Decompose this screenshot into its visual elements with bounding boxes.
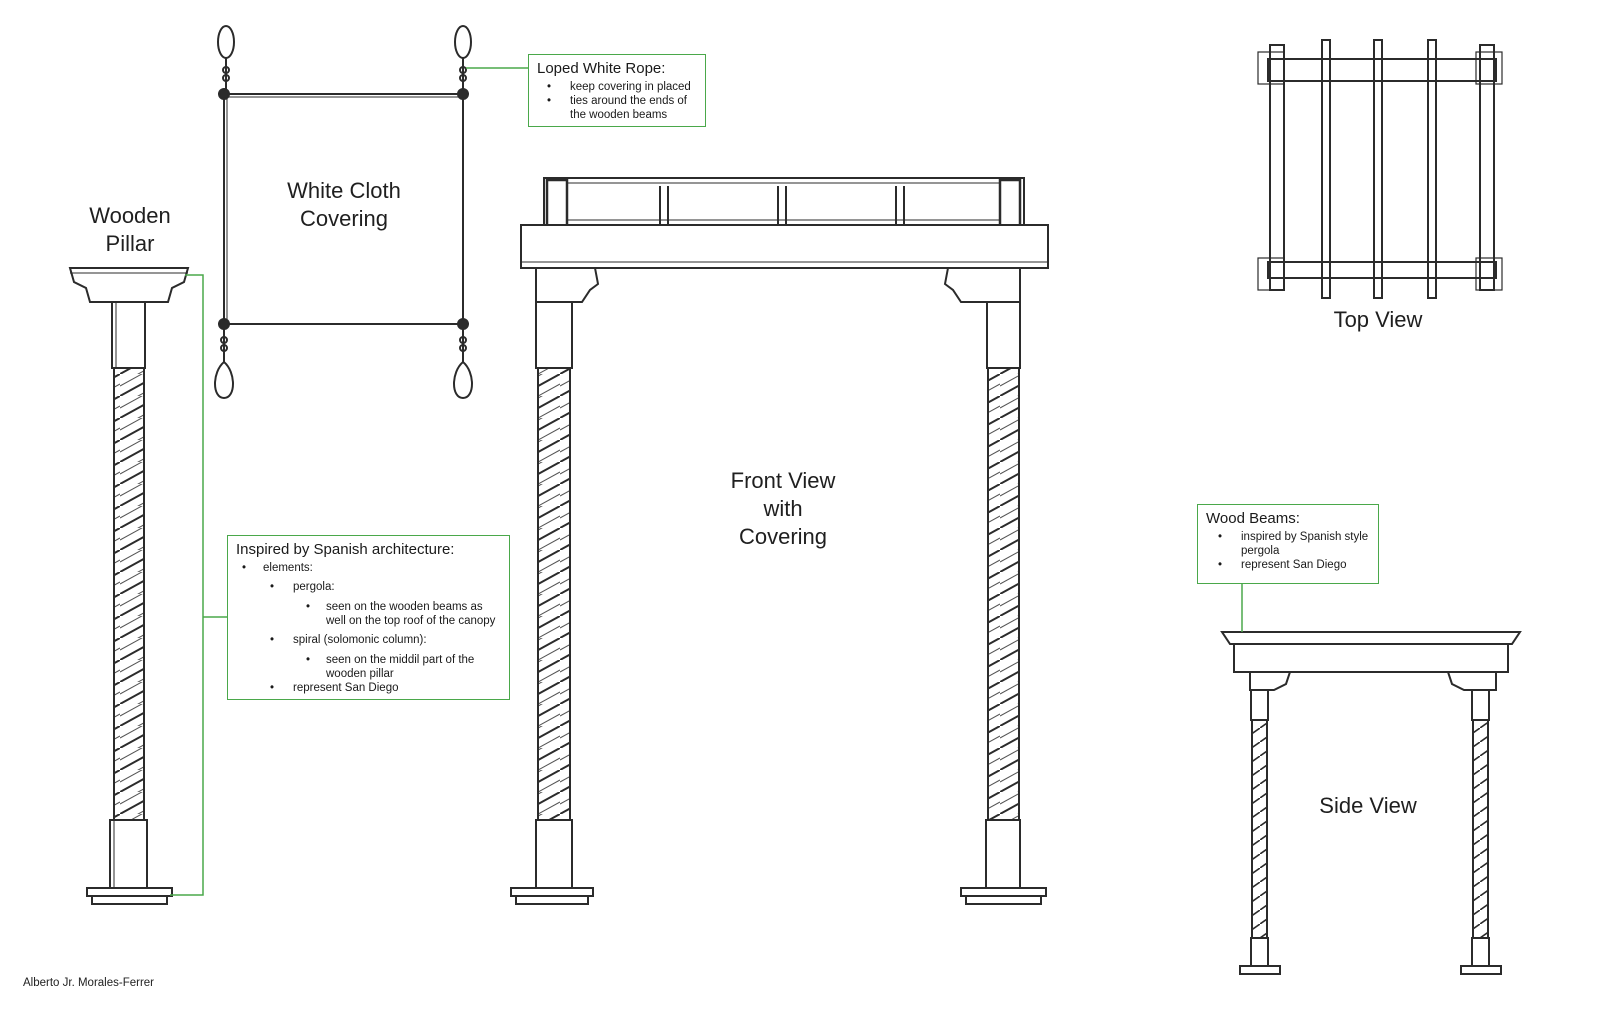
rope-note-item: • keep covering in placed: [537, 80, 697, 94]
side-view-label: Side View: [1319, 793, 1417, 818]
spanish-note-item: • elements:: [236, 561, 501, 575]
top-view-label: Top View: [1333, 307, 1423, 332]
beams-note-item: • inspired by Spanish style pergola: [1206, 530, 1370, 558]
bullet: •: [547, 95, 552, 107]
side-view-drawing: [1220, 631, 1522, 975]
spanish-note-item-text: spiral (solomonic column):: [293, 634, 427, 646]
bullet: •: [1218, 531, 1223, 543]
bullet: •: [242, 562, 247, 574]
spanish-note-title: Inspired by Spanish architecture:: [236, 541, 455, 558]
white-cloth-covering-label: White Cloth Covering: [287, 178, 401, 231]
beams-note-item-text: represent San Diego: [1241, 559, 1347, 571]
spanish-note-item: • seen on the wooden beams as well on th…: [236, 600, 501, 628]
bullet: •: [306, 601, 311, 613]
spanish-note-item-text: seen on the middil part of the wooden pi…: [326, 654, 475, 680]
wooden-pillar-label: Wooden Pillar: [89, 203, 171, 256]
bullet: •: [270, 682, 275, 694]
wooden-pillar-drawing: [68, 267, 190, 905]
spanish-architecture-note: Inspired by Spanish architecture: • elem…: [227, 535, 510, 700]
wood-beams-note: Wood Beams: • inspired by Spanish style …: [1197, 504, 1379, 584]
rope-note-title: Loped White Rope:: [537, 60, 666, 77]
rope-note-item-text: keep covering in placed: [570, 81, 691, 93]
beams-note-item-text: inspired by Spanish style pergola: [1241, 531, 1369, 557]
connector-pillar: [170, 274, 229, 896]
beams-note-title: Wood Beams:: [1206, 510, 1300, 527]
bullet: •: [547, 81, 552, 93]
rope-note-item: • ties around the ends of the wooden bea…: [537, 94, 697, 122]
beams-note-item: • represent San Diego: [1206, 558, 1370, 572]
front-view-drawing: [510, 177, 1049, 905]
spanish-note-item: • seen on the middil part of the wooden …: [236, 653, 501, 681]
top-view-drawing: [1257, 39, 1503, 299]
spanish-note-item-text: pergola:: [293, 581, 335, 593]
bullet: •: [1218, 559, 1223, 571]
bullet: •: [270, 581, 275, 593]
spanish-note-item: • represent San Diego: [236, 681, 501, 695]
spanish-note-item: • pergola:: [236, 580, 501, 594]
spanish-note-item-text: represent San Diego: [293, 682, 399, 694]
cloth-covering-drawing: [214, 25, 473, 400]
bullet: •: [306, 654, 311, 666]
rope-note: Loped White Rope: • keep covering in pla…: [528, 54, 706, 127]
spanish-note-item-text: seen on the wooden beams as well on the …: [326, 601, 496, 627]
spanish-note-item: • spiral (solomonic column):: [236, 633, 501, 647]
front-view-label: Front View with Covering: [730, 468, 836, 549]
rope-note-item-text: ties around the ends of the wooden beams: [570, 95, 687, 121]
bullet: •: [270, 634, 275, 646]
author-credit: Alberto Jr. Morales-Ferrer: [23, 977, 155, 989]
spanish-note-item-text: elements:: [263, 562, 313, 574]
